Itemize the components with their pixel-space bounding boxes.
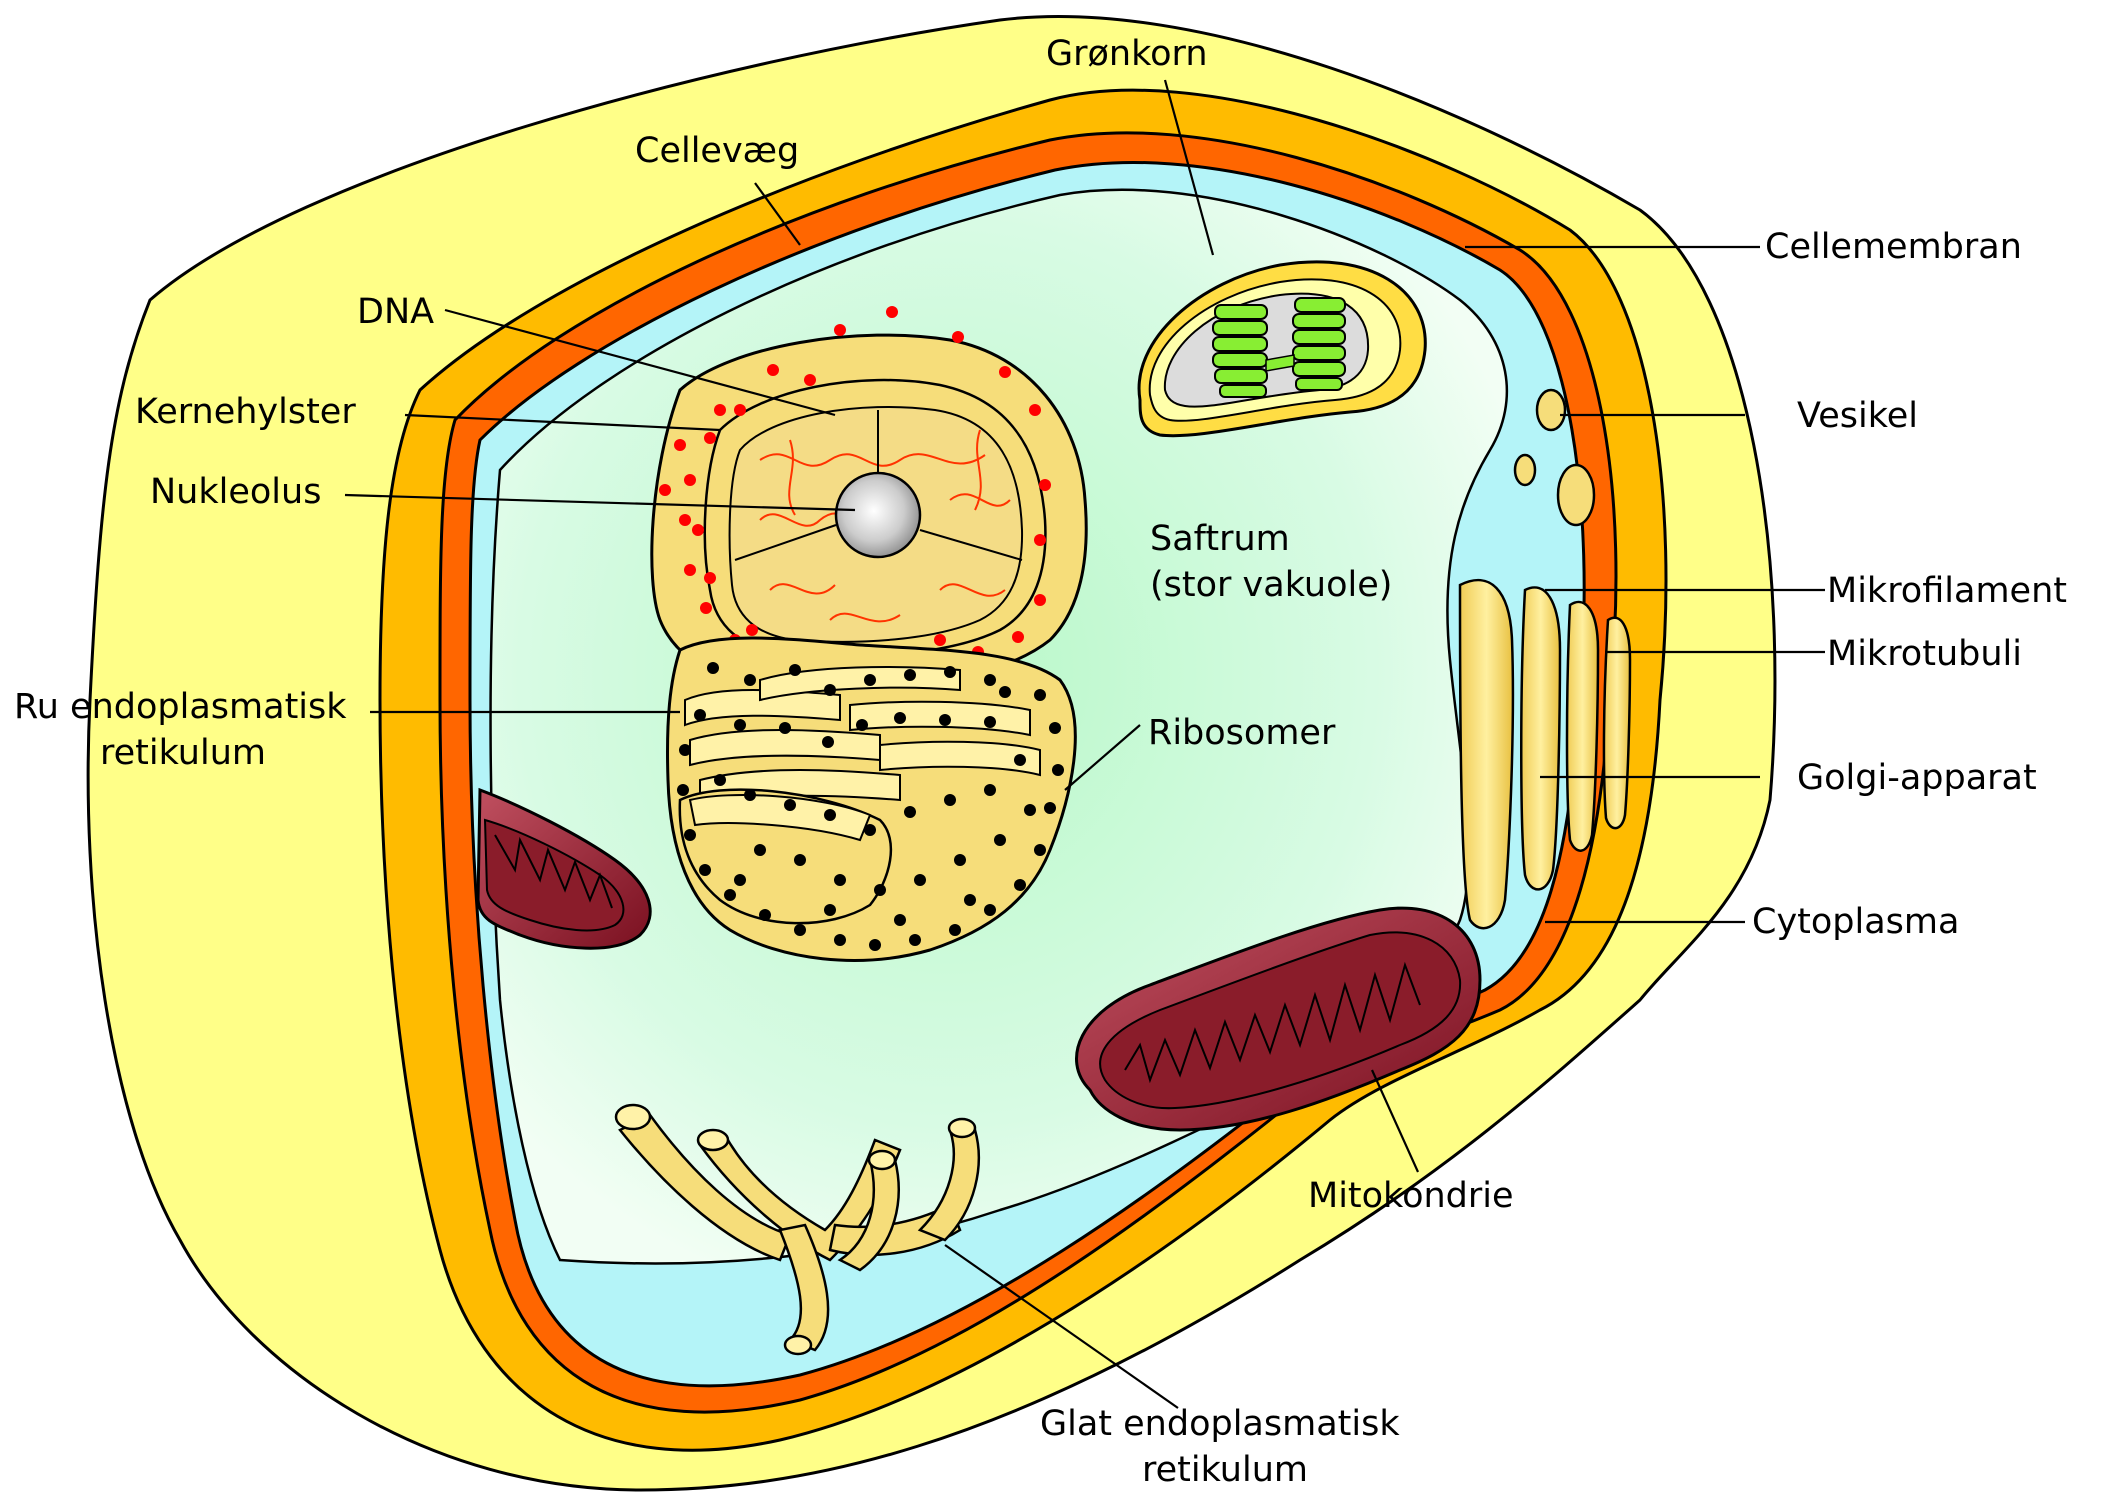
label-ru-er: Ru endoplasmatisk bbox=[14, 687, 347, 727]
label-saftrum: Saftrum bbox=[1150, 519, 1290, 559]
label-kernehylster: Kernehylster bbox=[135, 392, 356, 432]
chloroplast bbox=[1137, 260, 1427, 438]
label-ru-er-sub: retikulum bbox=[100, 733, 266, 773]
label-cellemembran: Cellemembran bbox=[1765, 227, 2022, 267]
rough-er bbox=[666, 636, 1077, 962]
leader-lines bbox=[344, 79, 1825, 1409]
label-mitokondrie: Mitokondrie bbox=[1308, 1176, 1514, 1216]
mitochondrion-small bbox=[476, 787, 652, 950]
thylakoid-stack-left bbox=[1212, 304, 1268, 398]
thylakoid-stack-right bbox=[1292, 297, 1346, 391]
label-glat-er: Glat endoplasmatisk bbox=[1040, 1404, 1400, 1444]
ribosomes bbox=[677, 662, 1064, 951]
label-cellevaeg: Cellevæg bbox=[635, 131, 799, 171]
label-nukleolus: Nukleolus bbox=[150, 472, 321, 512]
label-mikrofilament: Mikrofilament bbox=[1827, 571, 2067, 611]
label-saftrum-sub: (stor vakuole) bbox=[1150, 565, 1392, 605]
label-golgi: Golgi-apparat bbox=[1797, 758, 2037, 798]
mitochondrion-large bbox=[1075, 906, 1482, 1132]
label-cytoplasma: Cytoplasma bbox=[1752, 902, 1959, 942]
label-ribosomer: Ribosomer bbox=[1148, 713, 1336, 753]
label-dna: DNA bbox=[357, 292, 434, 332]
golgi-apparatus bbox=[1458, 579, 1632, 930]
label-mikrotubuli: Mikrotubuli bbox=[1827, 634, 2022, 674]
smooth-er bbox=[614, 1103, 980, 1356]
nucleolus bbox=[834, 471, 922, 559]
label-vesikel: Vesikel bbox=[1797, 396, 1918, 436]
label-gronkorn: Grønkorn bbox=[1046, 34, 1208, 74]
labels: Cellevæg Grønkorn Cellemembran DNA Kerne… bbox=[14, 34, 2067, 1490]
vesicles bbox=[1513, 388, 1596, 527]
label-glat-er-sub: retikulum bbox=[1142, 1450, 1308, 1490]
